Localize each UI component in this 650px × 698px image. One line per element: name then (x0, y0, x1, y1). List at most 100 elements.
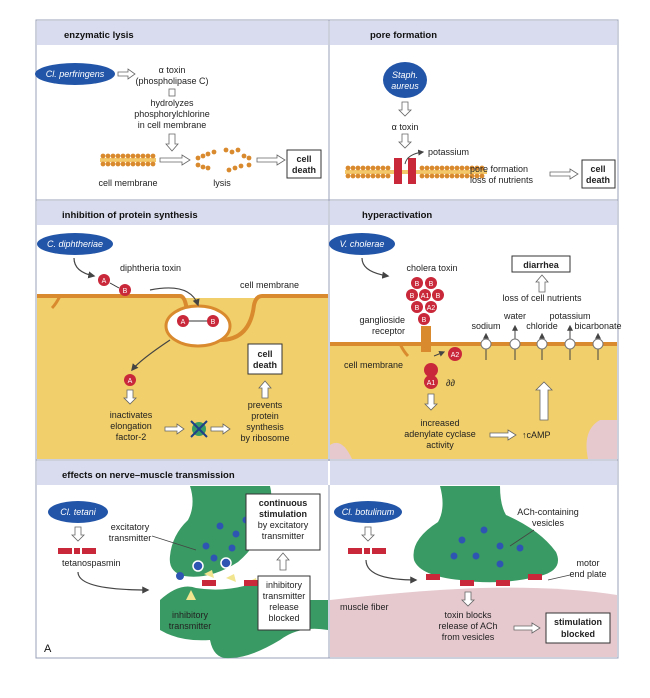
ion-water: water (503, 311, 526, 321)
ach-line2: vesicles (532, 518, 565, 528)
cell-death-line2: death (586, 175, 610, 185)
toxin-b-icon (207, 315, 219, 327)
organism-badge-cholerae (329, 233, 395, 255)
toxin-b-label: B (211, 319, 216, 326)
inactivates-line2: elongation (110, 421, 152, 431)
toxin-a1-label: A1 (427, 380, 436, 387)
down-arrow-icon (461, 591, 475, 607)
cell-death-line2: death (253, 360, 277, 370)
down-arrow-icon (123, 389, 137, 405)
ion-potassium: potassium (549, 311, 590, 321)
arrow-icon (513, 622, 541, 634)
organism-tetani: Cl. tetani (60, 507, 97, 517)
toxin-b-label: B (422, 317, 427, 324)
panel-headers (37, 21, 617, 485)
cell-membrane-label: cell membrane (240, 280, 299, 290)
panel-frames (35, 19, 619, 659)
ion-channels (480, 324, 604, 360)
organism-badge-perfringens (35, 63, 115, 85)
inhibitory-line2: transmitter (169, 621, 212, 631)
stimulation-line1: stimulation (554, 617, 602, 627)
ion-bicarbonate: bicarbonate (574, 321, 621, 331)
organism-badge-tetani (48, 501, 108, 523)
toxin-a-icon (424, 363, 438, 377)
blocks-line2: release of ACh (438, 621, 497, 631)
tetanospasmin-bound-icon (202, 580, 216, 586)
cell-death-line1: cell (590, 164, 605, 174)
panel-pore-formation: Staph. aureus α toxin potassium pore for… (345, 62, 616, 189)
inhibitory-transmitter-icon (186, 590, 196, 600)
blocked-line3: release (269, 602, 299, 612)
vesicle-icon (220, 557, 232, 569)
ion-channel-icon (536, 332, 548, 360)
botulinum-toxin-icon (348, 548, 386, 554)
cell-death-line1: cell (257, 349, 272, 359)
up-arrow-icon (258, 380, 272, 399)
loss-of-nutrients-label: loss of cell nutrients (502, 293, 582, 303)
panel-title-enzymatic-lysis: enzymatic lysis (64, 30, 134, 41)
organism-staph-line1: Staph. (392, 70, 418, 80)
motor-neuron-icon (413, 486, 558, 583)
toxin-a2-label: A2 (427, 305, 436, 312)
blocked-ribosome-icon (190, 420, 208, 438)
ganglioside-line2: receptor (372, 326, 405, 336)
down-arrow-icon (71, 526, 85, 542)
blocked-line1: inhibitory (266, 580, 303, 590)
tetanospasmin-bound-icon (244, 580, 258, 586)
inactivates-line1: inactivates (110, 410, 153, 420)
connector-icon (168, 88, 176, 97)
toxin-b-label: B (429, 281, 434, 288)
toxin-b-label: B (410, 293, 415, 300)
arrow-icon (365, 559, 418, 584)
increased-line1: increased (420, 418, 459, 428)
inhibitory-line1: inhibitory (172, 610, 209, 620)
toxin-b-label: B (415, 281, 420, 288)
up-arrow-icon (276, 552, 290, 571)
toxin-a-icon (124, 374, 136, 386)
continuous-line1: continuous (259, 498, 308, 508)
pore-right-icon (408, 158, 416, 184)
ion-channel-icon (564, 324, 576, 360)
excitatory-line1: excitatory (111, 522, 150, 532)
in-cell-membrane-label: in cell membrane (138, 120, 207, 130)
toxin-a-icon (98, 274, 110, 286)
toxin-b-label: B (123, 288, 128, 295)
stimulation-blocked-box (545, 612, 611, 644)
continuous-line3: by excitatory (258, 520, 309, 530)
panel-enzymatic-lysis: Cl. perfringens α toxin (phospholipase C… (35, 63, 322, 188)
toxin-a-label: A (128, 378, 133, 385)
toxin-a2-label: A2 (451, 352, 460, 359)
alpha-toxin-label: α toxin (159, 65, 186, 75)
potassium-label: potassium (428, 147, 469, 157)
continuous-line4: transmitter (262, 531, 305, 541)
leader-line (547, 574, 571, 581)
organism-staph-line2: aureus (391, 81, 419, 91)
camp-label: ↑cAMP (522, 430, 551, 440)
arrow-icon (361, 257, 390, 279)
panel-tetani: Cl. tetani tetanospasmin excitatory tran… (44, 486, 328, 659)
dots-icon: ∂∂ (446, 378, 455, 388)
panel-botulinum: Cl. botulinum ACh-containing vesicles mo… (330, 486, 617, 657)
cell-death-line2: death (292, 165, 316, 175)
stimulation-line2: blocked (561, 629, 595, 639)
toxin-a-label: A (181, 319, 186, 326)
cell-membrane-label: cell membrane (98, 178, 157, 188)
arrow-icon (77, 571, 150, 594)
arrow-icon (210, 423, 231, 435)
motor-line1: motor (576, 558, 599, 568)
increased-line3: activity (426, 440, 454, 450)
cell-death-box (247, 343, 283, 375)
cell-death-box (286, 149, 322, 179)
toxin-b-icon (119, 284, 131, 296)
continuous-stimulation-box (245, 493, 321, 551)
continuous-line2: stimulation (259, 509, 307, 519)
vesicle-icon (176, 572, 184, 580)
ach-vesicles (450, 526, 524, 568)
blocks-line3: from vesicles (442, 632, 495, 642)
inhibitory-blocked-box (257, 575, 311, 631)
arrow-icon (73, 257, 96, 279)
diarrhea-label: diarrhea (523, 260, 560, 270)
ion-channel-icon (480, 332, 492, 360)
